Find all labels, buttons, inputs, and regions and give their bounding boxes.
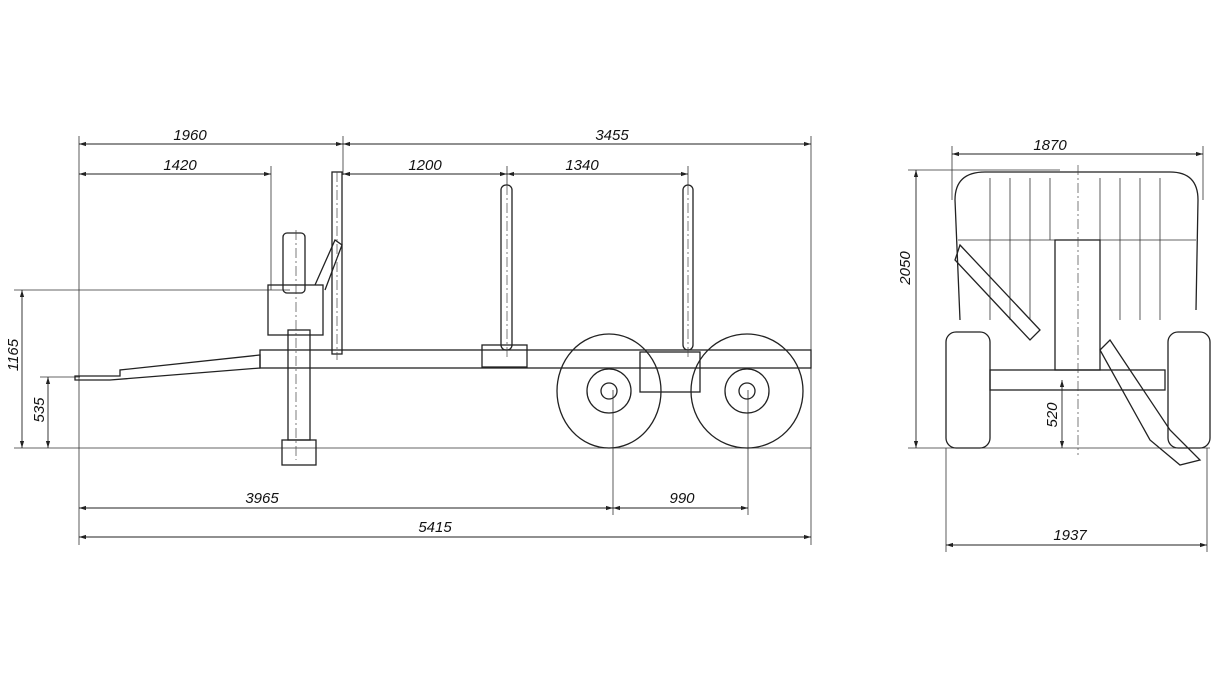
support-leg-right <box>1099 338 1202 466</box>
bunk-frame <box>954 171 1199 321</box>
bunk-front <box>481 344 528 368</box>
dim-520: 520 <box>1044 402 1061 428</box>
support-leg-left <box>954 243 1041 341</box>
crane-base <box>267 284 324 336</box>
dim-5415: 5415 <box>418 519 452 536</box>
support-foot <box>281 439 317 466</box>
dim-1937: 1937 <box>1053 527 1087 544</box>
dimension-lines <box>19 141 811 540</box>
wheel-right <box>1167 331 1211 449</box>
dim-1870: 1870 <box>1033 137 1067 154</box>
crane-post <box>282 232 306 294</box>
main-frame <box>259 349 812 369</box>
side-view: 1960 3455 1420 1200 1340 1165 535 3965 9… <box>5 127 812 545</box>
dim-1340: 1340 <box>565 157 599 174</box>
trailer-rear <box>945 171 1211 466</box>
support-leg <box>287 329 311 441</box>
rear-view: 1870 2050 520 1937 <box>897 137 1211 552</box>
dim-990: 990 <box>669 490 695 507</box>
center-lines <box>295 172 689 460</box>
wheel-left <box>945 331 991 449</box>
dim-1200: 1200 <box>408 157 442 174</box>
extension-lines <box>14 136 812 545</box>
dim-2050: 2050 <box>897 251 914 286</box>
dim-1165: 1165 <box>5 338 22 371</box>
trailer-side <box>74 171 812 466</box>
crane-arm <box>314 239 343 291</box>
bunk-grid <box>958 178 1196 320</box>
axle-beam <box>989 369 1166 391</box>
dim-535: 535 <box>31 397 48 423</box>
dim-1420: 1420 <box>163 157 197 174</box>
dim-1960: 1960 <box>173 127 207 144</box>
wheel-front <box>556 333 662 449</box>
dim-3455: 3455 <box>595 127 629 144</box>
extension-lines-rear <box>908 146 1210 552</box>
wheel-rear <box>690 333 804 449</box>
drawbar <box>74 354 261 381</box>
dimension-lines-rear <box>913 151 1207 548</box>
dim-3965: 3965 <box>245 490 279 507</box>
stake-middle <box>500 184 513 351</box>
crane-column <box>1054 239 1101 371</box>
axle-bogie <box>639 351 701 393</box>
